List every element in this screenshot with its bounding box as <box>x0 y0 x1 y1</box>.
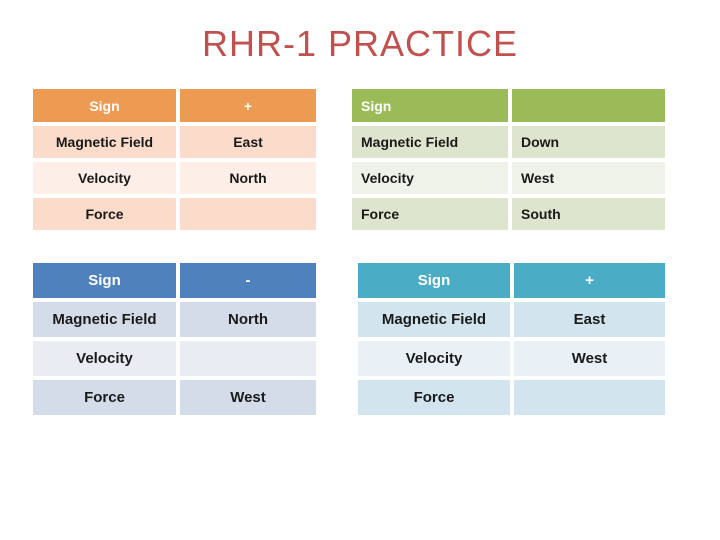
sign-table-orange-positive: Sign + Magnetic Field East Velocity Nort… <box>33 89 316 230</box>
row-value-cell <box>180 341 316 376</box>
row-value-cell: West <box>180 380 316 415</box>
header-cell-value <box>512 89 665 122</box>
row-label-cell: Magnetic Field <box>352 126 508 158</box>
row-label-cell: Velocity <box>352 162 508 194</box>
row-label-cell: Magnetic Field <box>33 126 176 158</box>
row-value-cell: Down <box>512 126 665 158</box>
row-label-cell: Magnetic Field <box>358 302 510 337</box>
row-value-cell <box>180 198 316 230</box>
row-value-cell: East <box>514 302 665 337</box>
row-label-cell: Force <box>358 380 510 415</box>
row-value-cell: West <box>512 162 665 194</box>
header-cell-value: - <box>180 263 316 298</box>
header-cell-sign: Sign <box>33 263 176 298</box>
row-value-cell: East <box>180 126 316 158</box>
sign-table-green-blank: Sign Magnetic Field Down Velocity West F… <box>352 89 665 230</box>
row-label-cell: Force <box>33 198 176 230</box>
row-label-cell: Magnetic Field <box>33 302 176 337</box>
row-label-cell: Force <box>33 380 176 415</box>
header-cell-sign: Sign <box>33 89 176 122</box>
sign-table-blue-negative: Sign - Magnetic Field North Velocity For… <box>33 263 316 415</box>
row-value-cell <box>514 380 665 415</box>
sign-table-teal-positive: Sign + Magnetic Field East Velocity West… <box>358 263 665 415</box>
row-label-cell: Velocity <box>33 162 176 194</box>
header-cell-sign: Sign <box>352 89 508 122</box>
header-cell-value: + <box>180 89 316 122</box>
row-value-cell: North <box>180 162 316 194</box>
header-cell-value: + <box>514 263 665 298</box>
slide-title: RHR-1 PRACTICE <box>201 23 519 64</box>
row-label-cell: Velocity <box>358 341 510 376</box>
header-cell-sign: Sign <box>358 263 510 298</box>
row-label-cell: Force <box>352 198 508 230</box>
row-label-cell: Velocity <box>33 341 176 376</box>
row-value-cell: West <box>514 341 665 376</box>
row-value-cell: South <box>512 198 665 230</box>
row-value-cell: North <box>180 302 316 337</box>
